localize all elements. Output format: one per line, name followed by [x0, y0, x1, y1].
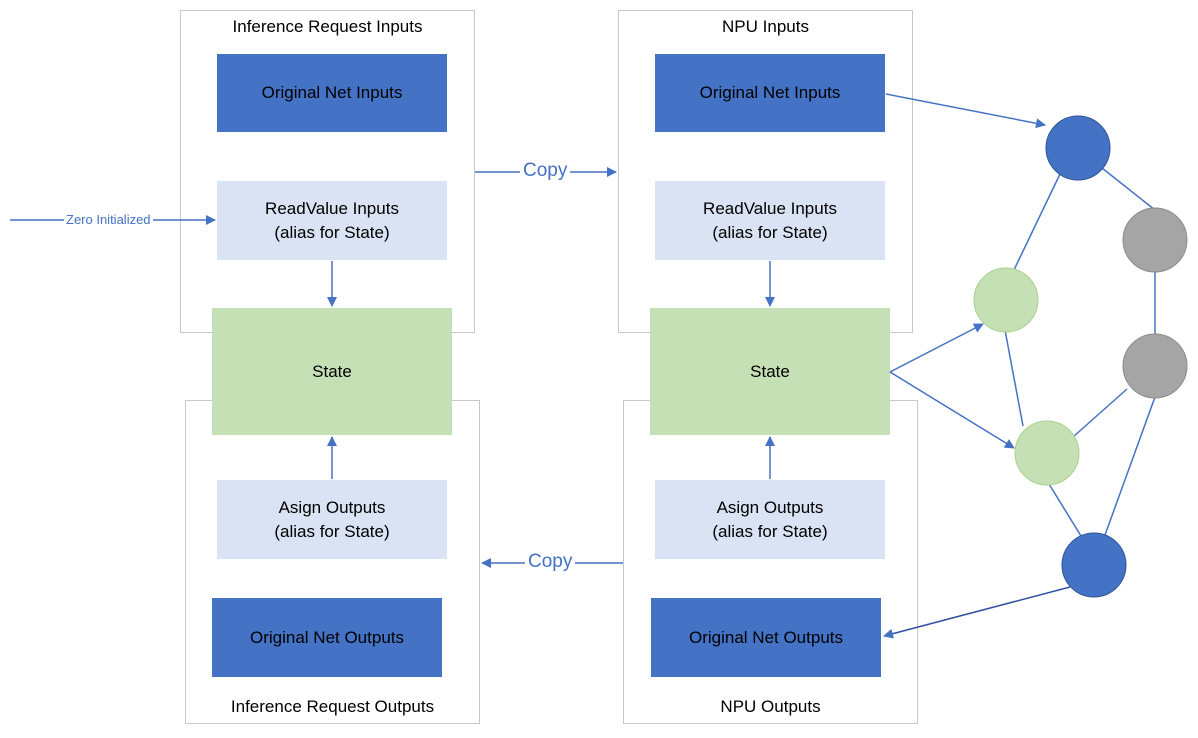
edge-blue-top-to-gray-top	[1101, 167, 1156, 211]
npu-inputs-title: NPU Inputs	[722, 17, 809, 36]
left-original-net-inputs-label: Original Net Inputs	[261, 83, 403, 102]
inference-request-inputs-title: Inference Request Inputs	[232, 17, 423, 36]
right-original-net-inputs: Original Net Inputs	[655, 54, 885, 132]
node-gray-bottom	[1122, 333, 1188, 399]
edge-state-to-green-bottom	[889, 371, 1015, 449]
left-assign-line2: (alias for State)	[274, 521, 390, 541]
inference-request-outputs-title: Inference Request Outputs	[230, 697, 435, 716]
left-assign-outputs: Asign Outputs (alias for State)	[217, 480, 447, 559]
left-state: State	[212, 308, 452, 435]
edge-blue-bottom-to-outputs	[883, 586, 1071, 639]
edge-green-bottom-to-gray-bottom	[1072, 388, 1128, 438]
node-green-top	[973, 267, 1039, 333]
right-original-net-inputs-label: Original Net Inputs	[699, 83, 841, 102]
right-original-net-outputs: Original Net Outputs	[651, 598, 881, 677]
right-original-net-outputs-label: Original Net Outputs	[688, 627, 843, 647]
edge-green-bottom-to-blue-bottom	[1048, 483, 1082, 537]
node-blue-top	[1045, 115, 1111, 181]
node-green-bottom	[1014, 420, 1080, 486]
left-readvalue-line1: ReadValue Inputs	[265, 198, 399, 218]
zero-initialized-label: Zero Initialized	[64, 210, 153, 230]
copy-top-label: Copy	[520, 161, 571, 181]
right-assign-line2: (alias for State)	[712, 521, 828, 541]
left-readvalue-inputs: ReadValue Inputs (alias for State)	[217, 181, 447, 260]
node-blue-bottom	[1061, 532, 1127, 598]
right-readvalue-inputs: ReadValue Inputs (alias for State)	[655, 181, 885, 260]
node-gray-top	[1122, 207, 1188, 273]
right-assign-outputs: Asign Outputs (alias for State)	[655, 480, 885, 559]
right-assign-line1: Asign Outputs	[716, 497, 824, 517]
npu-outputs-title: NPU Outputs	[720, 697, 821, 716]
edge-blue-top-to-green-top	[1012, 173, 1061, 273]
left-original-net-outputs: Original Net Outputs	[212, 598, 442, 677]
left-assign-line1: Asign Outputs	[278, 497, 386, 517]
right-readvalue-line1: ReadValue Inputs	[703, 198, 837, 218]
left-state-label: State	[312, 361, 352, 381]
edge-inputs-to-node	[885, 93, 1046, 129]
left-original-net-inputs: Original Net Inputs	[217, 54, 447, 132]
edge-state-to-green-top	[889, 323, 984, 373]
left-readvalue-line2: (alias for State)	[274, 222, 390, 242]
edge-green-top-to-green-bottom	[1004, 329, 1024, 427]
right-state-label: State	[750, 361, 790, 381]
left-original-net-outputs-label: Original Net Outputs	[249, 627, 404, 647]
right-state: State	[650, 308, 890, 435]
edge-gray-bottom-to-blue-bottom	[1104, 396, 1156, 536]
right-readvalue-line2: (alias for State)	[712, 222, 828, 242]
copy-bottom-label: Copy	[525, 552, 576, 572]
